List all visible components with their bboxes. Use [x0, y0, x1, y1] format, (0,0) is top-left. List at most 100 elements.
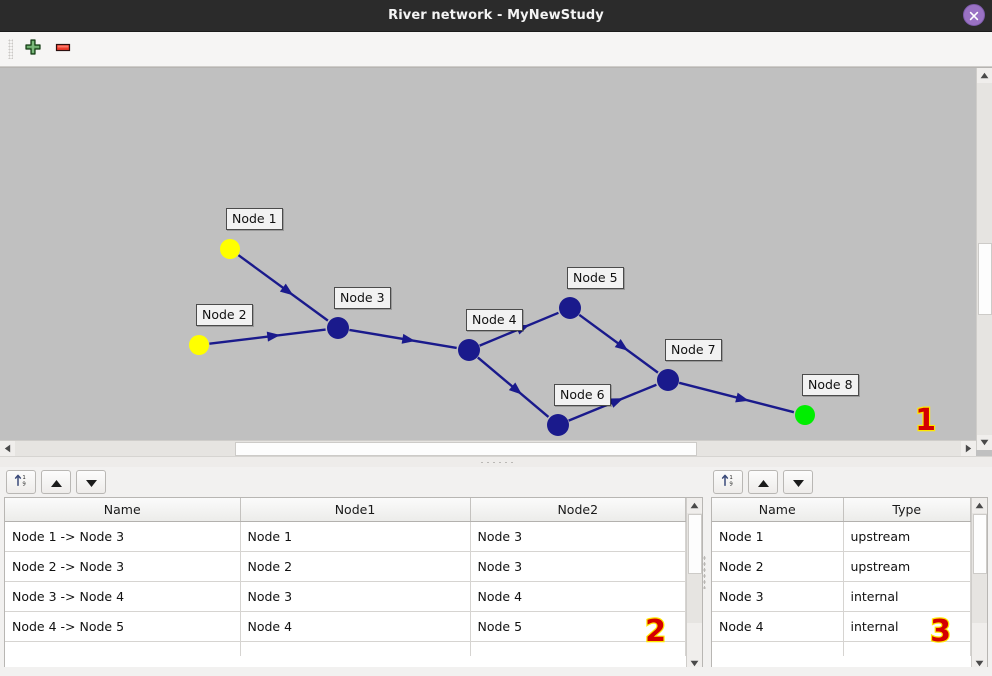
table-cell[interactable]: Node 1: [240, 522, 470, 552]
horizontal-splitter[interactable]: [0, 456, 992, 467]
table-cell[interactable]: Node 4: [240, 612, 470, 642]
table-cell[interactable]: Node 4: [470, 582, 686, 612]
graph-node-node1[interactable]: [220, 239, 240, 259]
graph-node-node5[interactable]: [559, 297, 581, 319]
table-cell[interactable]: Node 3: [470, 552, 686, 582]
canvas-horizontal-scrollbar[interactable]: [0, 440, 976, 456]
table-cell[interactable]: [470, 642, 686, 657]
graph-node-node3[interactable]: [327, 317, 349, 339]
table-cell[interactable]: upstream: [843, 552, 971, 582]
scroll-up-icon[interactable]: [687, 498, 702, 513]
reaches-table[interactable]: NameNode1Node2 Node 1 -> Node 3Node 1Nod…: [5, 498, 686, 656]
close-icon[interactable]: [963, 4, 985, 26]
graph-node-node2[interactable]: [189, 335, 209, 355]
table-cell[interactable]: Node 4: [712, 612, 843, 642]
table-cell[interactable]: [5, 642, 240, 657]
graph-node-label-node8[interactable]: Node 8: [802, 374, 859, 396]
nodes-vertical-scrollbar[interactable]: [971, 498, 987, 671]
table-cell[interactable]: Node 2 -> Node 3: [5, 552, 240, 582]
graph-node-node7[interactable]: [657, 369, 679, 391]
table-cell[interactable]: Node 5: [470, 612, 686, 642]
nodes-table-row[interactable]: Node 1upstream: [712, 522, 971, 552]
splitter-grip: [479, 461, 513, 464]
scrollbar-thumb-horizontal[interactable]: [235, 442, 697, 456]
tables-area: 1 9: [0, 467, 992, 676]
graph-node-label-node1[interactable]: Node 1: [226, 208, 283, 230]
column-header-node2[interactable]: Node2: [470, 498, 686, 522]
scroll-right-icon[interactable]: [961, 441, 976, 456]
graph-node-label-node7[interactable]: Node 7: [665, 339, 722, 361]
table-cell[interactable]: Node 4 -> Node 5: [5, 612, 240, 642]
column-header-name[interactable]: Name: [5, 498, 240, 522]
table-cell[interactable]: Node 3: [240, 582, 470, 612]
scrollbar-thumb-vertical[interactable]: [973, 514, 987, 574]
graph-node-label-node5[interactable]: Node 5: [567, 267, 624, 289]
table-empty-row[interactable]: [712, 642, 971, 657]
table-cell[interactable]: [712, 642, 843, 657]
reaches-vertical-scrollbar[interactable]: [686, 498, 702, 671]
add-node-button[interactable]: [18, 35, 48, 63]
reaches-sort-button[interactable]: 1 9: [6, 470, 36, 494]
nodes-table-row[interactable]: Node 2upstream: [712, 552, 971, 582]
scroll-up-icon[interactable]: [972, 498, 987, 513]
svg-text:9: 9: [729, 481, 733, 487]
scrollbar-thumb-vertical[interactable]: [978, 243, 992, 315]
nodes-move-up-button[interactable]: [748, 470, 778, 494]
reaches-table-row[interactable]: Node 1 -> Node 3Node 1Node 3: [5, 522, 686, 552]
reaches-table-body[interactable]: Node 1 -> Node 3Node 1Node 3Node 2 -> No…: [5, 522, 686, 657]
triangle-up-icon: [757, 473, 770, 492]
table-cell[interactable]: internal: [843, 582, 971, 612]
scroll-down-icon[interactable]: [977, 435, 992, 450]
reaches-table-header[interactable]: NameNode1Node2: [5, 498, 686, 522]
scroll-up-icon[interactable]: [977, 68, 992, 83]
reaches-move-down-button[interactable]: [76, 470, 106, 494]
nodes-panel: 1 9: [707, 467, 992, 676]
nodes-move-down-button[interactable]: [783, 470, 813, 494]
nodes-table[interactable]: NameType Node 1upstreamNode 2upstreamNod…: [712, 498, 971, 656]
table-cell[interactable]: Node 3: [712, 582, 843, 612]
table-cell[interactable]: upstream: [843, 522, 971, 552]
vertical-splitter[interactable]: [701, 467, 709, 676]
reaches-table-row[interactable]: Node 4 -> Node 5Node 4Node 5: [5, 612, 686, 642]
graph-node-label-node6[interactable]: Node 6: [554, 384, 611, 406]
graph-node-node8[interactable]: [795, 405, 815, 425]
splitter-grip: [703, 555, 706, 589]
table-cell[interactable]: Node 2: [712, 552, 843, 582]
column-header-type[interactable]: Type: [843, 498, 971, 522]
nodes-toolbar: 1 9: [707, 467, 992, 497]
nodes-table-row[interactable]: Node 4internal: [712, 612, 971, 642]
table-cell[interactable]: Node 1: [712, 522, 843, 552]
reaches-table-row[interactable]: Node 2 -> Node 3Node 2Node 3: [5, 552, 686, 582]
graph-node-label-node2[interactable]: Node 2: [196, 304, 253, 326]
nodes-table-header[interactable]: NameType: [712, 498, 971, 522]
table-cell[interactable]: Node 1 -> Node 3: [5, 522, 240, 552]
graph-viewport[interactable]: Node 1 Node 2 Node 3 Node 4 Node 5 Node 6 Node…: [0, 68, 962, 450]
table-cell[interactable]: [240, 642, 470, 657]
table-cell[interactable]: Node 3 -> Node 4: [5, 582, 240, 612]
table-cell[interactable]: Node 2: [240, 552, 470, 582]
column-header-name[interactable]: Name: [712, 498, 843, 522]
table-empty-row[interactable]: [5, 642, 686, 657]
toolbar-grip[interactable]: [8, 39, 13, 59]
table-cell[interactable]: internal: [843, 612, 971, 642]
scrollbar-thumb-vertical[interactable]: [688, 514, 702, 574]
graph-node-label-node4[interactable]: Node 4: [466, 309, 523, 331]
graph-node-label-node3[interactable]: Node 3: [334, 287, 391, 309]
table-cell[interactable]: Node 3: [470, 522, 686, 552]
graph-node-node4[interactable]: [458, 339, 480, 361]
nodes-table-body[interactable]: Node 1upstreamNode 2upstreamNode 3intern…: [712, 522, 971, 657]
canvas-vertical-scrollbar[interactable]: [976, 68, 992, 450]
reaches-move-up-button[interactable]: [41, 470, 71, 494]
graph-node-node6[interactable]: [547, 414, 569, 436]
remove-node-button[interactable]: [48, 35, 78, 63]
column-header-node1[interactable]: Node1: [240, 498, 470, 522]
window-title: River network - MyNewStudy: [0, 0, 992, 31]
nodes-table-row[interactable]: Node 3internal: [712, 582, 971, 612]
sort-ascending-icon: 1 9: [720, 472, 736, 492]
reaches-table-row[interactable]: Node 3 -> Node 4Node 3Node 4: [5, 582, 686, 612]
nodes-sort-button[interactable]: 1 9: [713, 470, 743, 494]
nodes-table-box: NameType Node 1upstreamNode 2upstreamNod…: [711, 497, 988, 672]
scroll-left-icon[interactable]: [0, 441, 15, 456]
table-cell[interactable]: [843, 642, 971, 657]
